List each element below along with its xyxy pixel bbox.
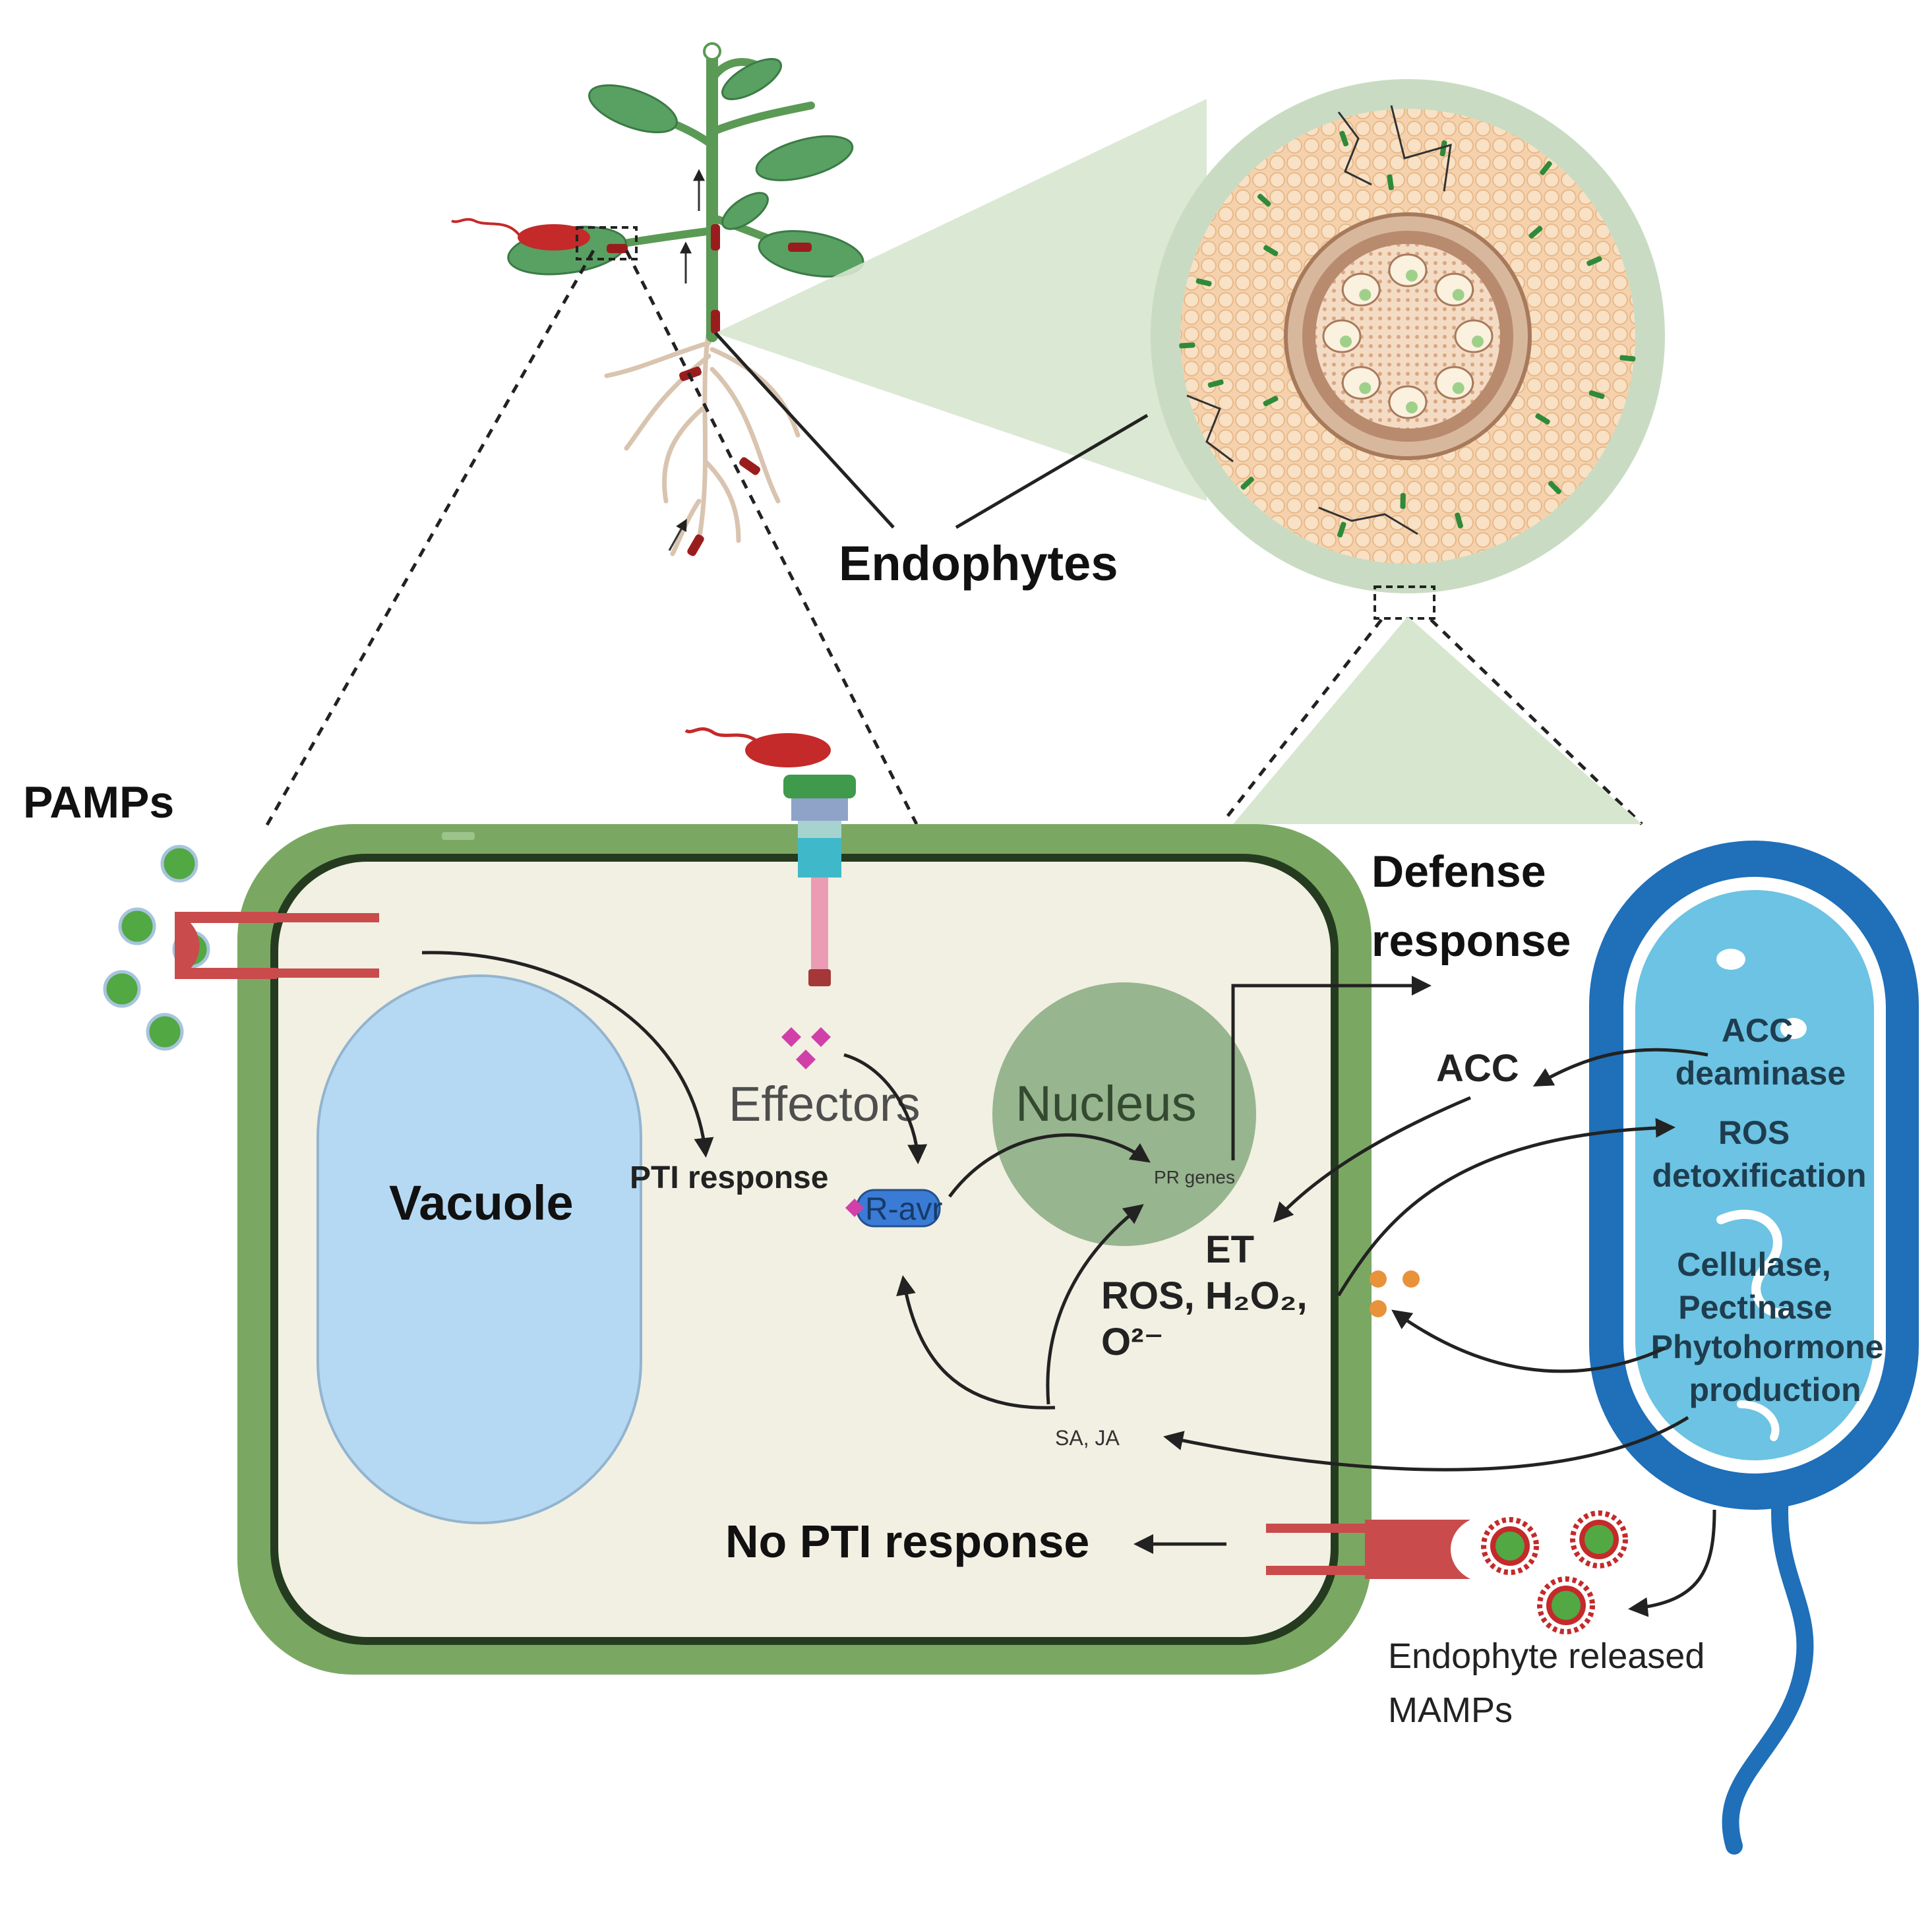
xylem-endophyte xyxy=(1340,336,1352,347)
acc-label: ACC xyxy=(1436,1047,1519,1090)
endophyte-rod xyxy=(1337,521,1346,538)
endophyte-rod xyxy=(1540,161,1552,175)
endophyte-rod xyxy=(1339,131,1349,147)
plant-roots xyxy=(604,327,800,556)
phytohormone-label-line2: production xyxy=(1689,1371,1861,1408)
endophyte-mamps-label-line1: Endophyte released xyxy=(1388,1636,1705,1676)
plant-cell: Vacuole Nucleus PR genes Effectors PTI r… xyxy=(237,824,1372,1675)
zoom-cone xyxy=(715,99,1207,501)
nucleus-label: Nucleus xyxy=(1015,1076,1197,1132)
sa-ja-label: SA, JA xyxy=(1055,1426,1120,1450)
vacuole xyxy=(317,974,642,1524)
prr-receptor-left xyxy=(175,912,379,979)
endophyte-rod xyxy=(1455,512,1464,529)
pti-response-label: PTI response xyxy=(630,1160,828,1195)
cellulase-label-line1: Cellulase, xyxy=(1677,1246,1830,1283)
xylem-vessel xyxy=(1435,272,1474,307)
endophyte-rod xyxy=(1528,225,1543,239)
xylem-endophyte xyxy=(1406,402,1418,413)
nucleus xyxy=(992,982,1256,1246)
prr-receptor-right xyxy=(1266,1520,1470,1579)
bacterium-flagellum xyxy=(1722,1488,1814,1855)
vacuole-label: Vacuole xyxy=(389,1176,574,1230)
root-cross-section xyxy=(1151,79,1665,620)
ros-detox-label-line2: detoxification xyxy=(1652,1157,1866,1194)
bacterium-projection-cone xyxy=(1233,616,1642,824)
pathogen-on-leaf xyxy=(451,218,590,251)
xylem-endophyte xyxy=(1359,289,1372,301)
ros-label-line1: ROS, H₂O₂, xyxy=(1101,1274,1308,1317)
xylem-vessel xyxy=(1454,319,1494,353)
endophytes-label: Endophytes xyxy=(839,536,1118,591)
phytohormone-label-line1: Phytohormone xyxy=(1651,1328,1884,1365)
xylem-vessel xyxy=(1388,385,1428,419)
endophyte-rod xyxy=(1387,174,1394,191)
plant-leaves xyxy=(507,58,864,278)
enzyme-dots xyxy=(1370,1270,1420,1317)
mamp-particle xyxy=(1481,1517,1539,1575)
mamp-particle xyxy=(1570,1510,1628,1568)
xylem-endophyte xyxy=(1406,270,1418,282)
xylem-vessel xyxy=(1341,366,1381,400)
pathogen-receptor-top xyxy=(684,727,856,986)
endophyte-bacterium: ACC deaminase ROS detoxification Cellula… xyxy=(1589,841,1919,1855)
xylem-vessel xyxy=(1435,366,1474,400)
pathway-arrows xyxy=(421,951,1716,1617)
xylem-vessel xyxy=(1341,272,1381,307)
plant-bud xyxy=(703,42,721,61)
endophyte-rod xyxy=(1535,413,1550,425)
r-avr-complex: R-avr xyxy=(845,1189,942,1228)
endophyte-mamps-label-line2: MAMPs xyxy=(1388,1690,1513,1730)
xylem-vessel xyxy=(1388,253,1428,287)
endophyte-rod xyxy=(1588,390,1605,400)
acc-deaminase-label-line1: ACC xyxy=(1722,1012,1793,1049)
xylem-endophyte xyxy=(1452,289,1464,301)
endophyte-pointer-lines xyxy=(714,332,1149,529)
effector-diamonds xyxy=(781,1027,831,1069)
endophyte-rod xyxy=(1179,342,1195,349)
mamp-particle xyxy=(1537,1576,1595,1634)
endophyte-rod xyxy=(1257,193,1271,207)
ros-label-line2: O²⁻ xyxy=(1101,1321,1164,1363)
et-label: ET xyxy=(1205,1228,1254,1271)
pr-genes-label: PR genes xyxy=(1154,1167,1235,1187)
endophyte-rod xyxy=(1548,481,1561,494)
endophyte-rod xyxy=(1195,278,1212,287)
endophyte-rod xyxy=(1263,396,1279,407)
defense-label-line2: response xyxy=(1372,916,1571,966)
cortex-endophytes xyxy=(1179,131,1636,538)
xylem-vessels xyxy=(1322,253,1494,419)
endophyte-rod xyxy=(1263,245,1279,256)
effectors-label: Effectors xyxy=(729,1077,921,1131)
ros-detox-label-line1: ROS xyxy=(1718,1114,1790,1151)
xylem-vessel xyxy=(1322,319,1362,353)
mamp-particles xyxy=(1481,1510,1628,1634)
endophyte-rod xyxy=(1619,355,1636,362)
pamps-label: PAMPs xyxy=(23,777,174,827)
cellulase-label-line2: Pectinase xyxy=(1678,1289,1832,1326)
acc-deaminase-label-line2: deaminase xyxy=(1675,1055,1846,1092)
plant xyxy=(451,42,864,556)
defense-label-line1: Defense xyxy=(1372,847,1546,897)
xylem-endophyte xyxy=(1452,382,1464,394)
endophyte-rod xyxy=(1207,379,1224,388)
endophyte-rod xyxy=(1439,140,1447,157)
endophyte-rod xyxy=(1240,477,1254,490)
endophyte-rod xyxy=(1586,256,1602,266)
plant-endophyte-rods xyxy=(607,224,812,556)
endophyte-rod xyxy=(1400,492,1406,509)
projection-lines xyxy=(262,249,1643,832)
r-avr-label: R-avr xyxy=(865,1192,942,1227)
xylem-endophyte xyxy=(1472,336,1484,347)
xylem-endophyte xyxy=(1359,382,1372,394)
no-pti-label: No PTI response xyxy=(725,1516,1089,1567)
